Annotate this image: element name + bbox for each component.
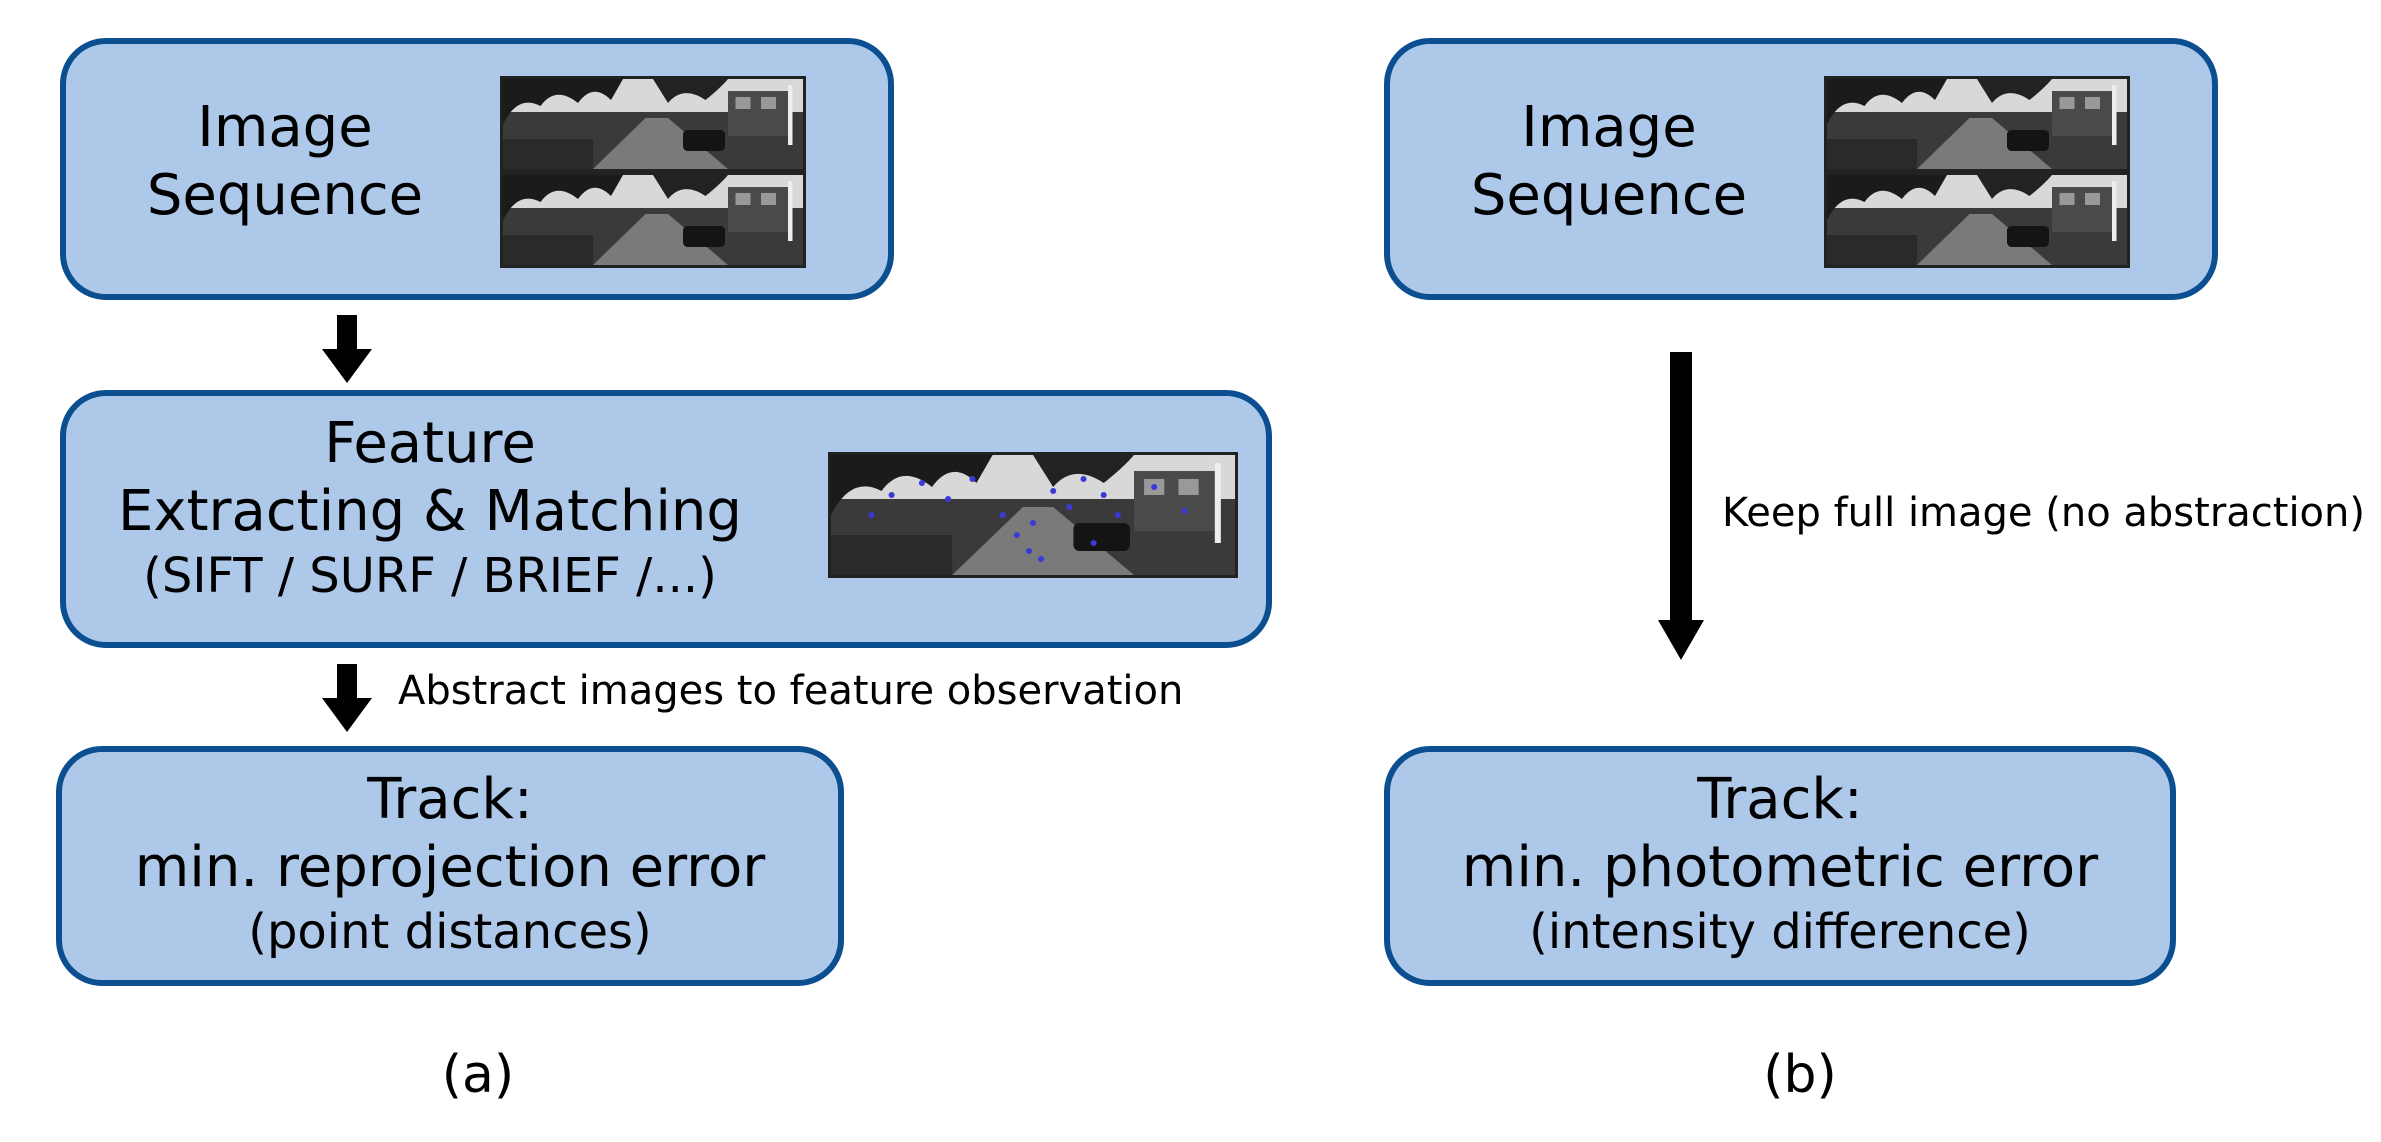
track-box-b [1384, 746, 2176, 986]
image-sequence-line2-b: Sequence [1470, 163, 1748, 229]
track-box-a [56, 746, 844, 986]
feature-matching-thumbnail-a [828, 452, 1238, 578]
image-sequence-line2-a: Sequence [146, 163, 424, 229]
street-photo-icon [1827, 175, 2127, 265]
track-line2-b: min. photometric error [1461, 835, 2099, 901]
image-sequence-thumbnail-a-bottom [500, 172, 806, 268]
image-sequence-thumbnail-a-top [500, 76, 806, 172]
image-sequence-line1-a: Image [197, 95, 373, 160]
track-line1-b: Track: [1697, 767, 1863, 832]
arrow-label-a: Abstract images to feature observation [398, 668, 1184, 714]
caption-b: (b) [1763, 1045, 1837, 1105]
image-sequence-label-a: Image Sequence [110, 94, 460, 231]
arrow-down-a2 [322, 664, 372, 732]
image-sequence-line1-b: Image [1521, 95, 1697, 160]
track-label-b: Track: min. photometric error (intensity… [1384, 766, 2176, 961]
caption-a: (a) [441, 1045, 515, 1105]
arrow-down-b [1658, 352, 1704, 660]
track-line3-a: (point distances) [248, 903, 652, 960]
image-sequence-label-b: Image Sequence [1434, 94, 1784, 231]
image-sequence-thumbnail-b-top [1824, 76, 2130, 172]
feature-line1-a: Feature [324, 411, 536, 476]
track-line1-a: Track: [367, 767, 533, 832]
image-sequence-thumbnail-b-bottom [1824, 172, 2130, 268]
street-photo-icon [1827, 79, 2127, 169]
arrow-down-a1 [322, 315, 372, 383]
feature-line2-a: Extracting & Matching [118, 479, 742, 545]
feature-label-a: Feature Extracting & Matching (SIFT / SU… [110, 410, 750, 605]
track-line3-b: (intensity difference) [1529, 903, 2031, 960]
feature-line3-a: (SIFT / SURF / BRIEF /...) [143, 547, 717, 604]
street-photo-icon [503, 175, 803, 265]
street-photo-icon [503, 79, 803, 169]
arrow-label-b: Keep full image (no abstraction) [1722, 490, 2365, 536]
feature-matching-photo-icon [831, 455, 1235, 575]
track-label-a: Track: min. reprojection error (point di… [56, 766, 844, 961]
track-line2-a: min. reprojection error [134, 835, 766, 901]
